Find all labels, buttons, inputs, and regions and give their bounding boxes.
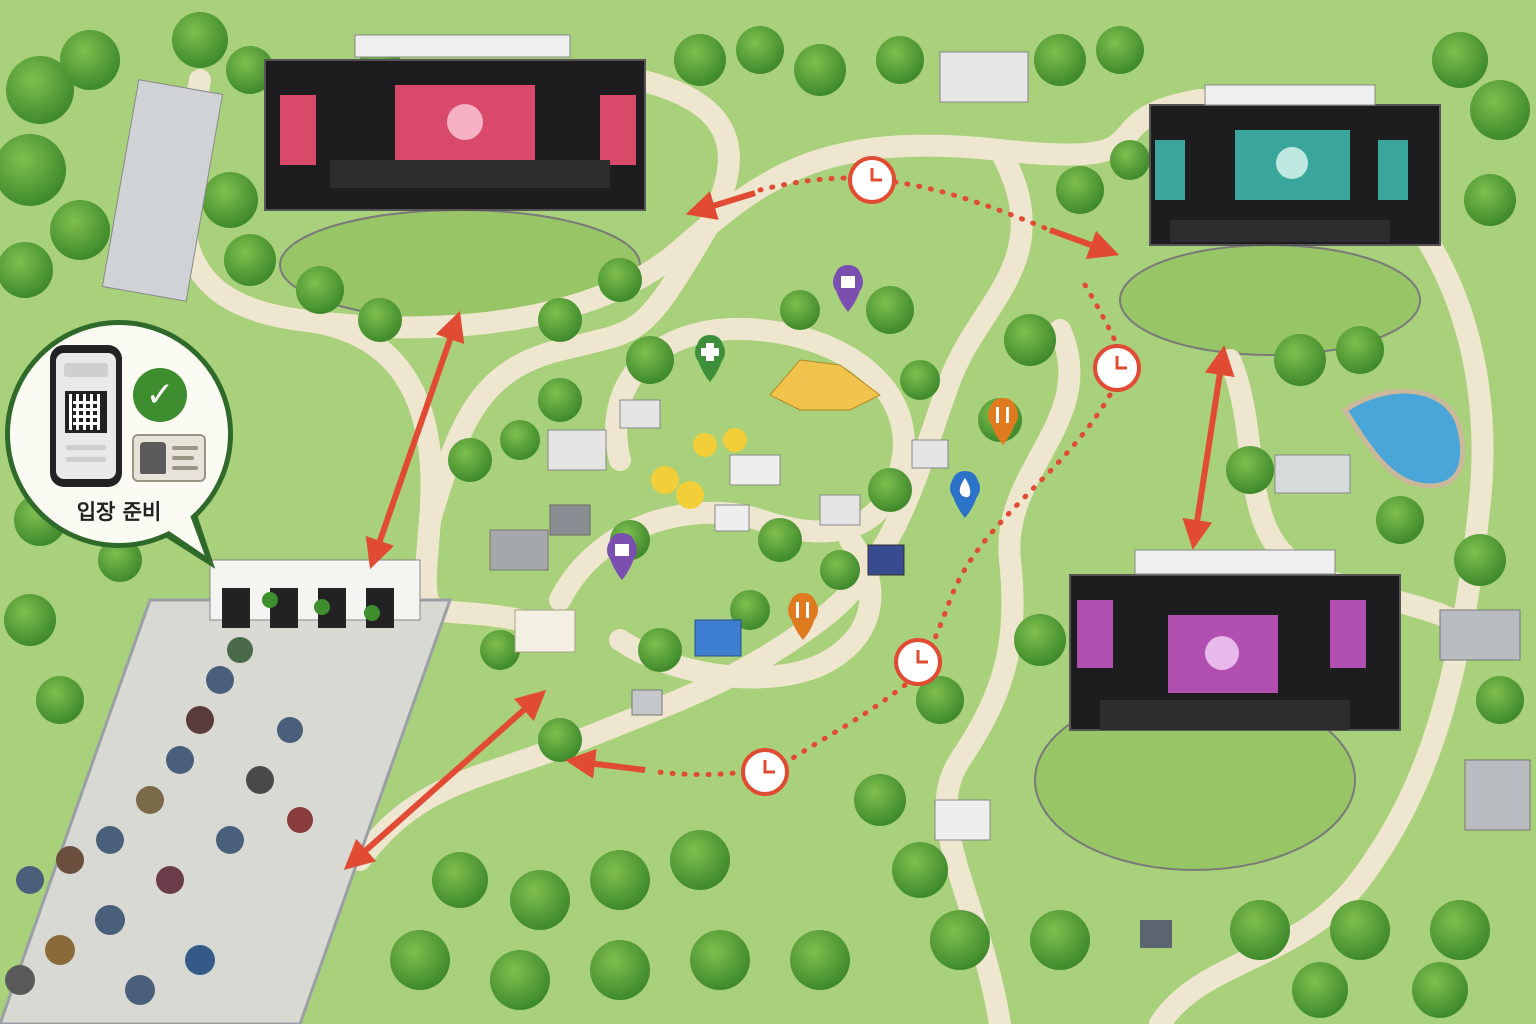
tree-clusters [0, 12, 1530, 1018]
east-stage[interactable] [1149, 84, 1441, 246]
north-stage[interactable] [264, 34, 646, 211]
clock-icon [1093, 344, 1141, 392]
route-arrow-to-west [565, 748, 646, 779]
id-text-line [172, 456, 194, 460]
route-arrow-north-gate [365, 310, 465, 570]
route-arrows [343, 190, 1235, 870]
route-arrow-east-south [1182, 345, 1235, 550]
id-text-line [172, 466, 198, 470]
buildings [101, 51, 1531, 948]
phone-screen [56, 353, 116, 479]
entry-arrow-icon [364, 605, 380, 621]
phone-text-line [66, 445, 106, 450]
dotted-routes [647, 175, 1120, 778]
clock-icon [848, 156, 896, 204]
qr-code-icon [65, 391, 107, 433]
route-arrow-to-north [685, 190, 756, 220]
route-arrow-gate-south [343, 690, 547, 870]
visitor-queue [5, 637, 313, 1005]
entry-gate-area[interactable] [0, 559, 453, 1024]
id-text-line [172, 446, 198, 450]
medical-cross-icon[interactable] [695, 335, 725, 382]
clock-icon [741, 748, 789, 796]
callout-label: 입장 준비 [76, 500, 162, 524]
gift-icon[interactable] [607, 533, 637, 580]
south-stage[interactable] [1069, 549, 1401, 731]
entry-arrow-icon [262, 592, 278, 608]
pond [1341, 388, 1466, 489]
clock-icon [894, 638, 942, 686]
poi-pins[interactable] [607, 265, 1018, 640]
water-drop-icon[interactable] [950, 471, 980, 518]
phone-ticket [50, 345, 122, 487]
food-icon[interactable] [988, 398, 1018, 445]
id-card-icon [132, 434, 206, 482]
gift-icon[interactable] [833, 265, 863, 312]
id-avatar [140, 442, 166, 474]
clock-markers [741, 156, 1141, 796]
phone-header-bar [64, 363, 108, 377]
entry-arrow-icon [314, 599, 330, 615]
phone-text-line [66, 457, 106, 462]
food-icon[interactable] [788, 593, 818, 640]
route-arrow-to-east [1048, 227, 1120, 259]
checkmark-icon: ✓ [133, 368, 187, 422]
